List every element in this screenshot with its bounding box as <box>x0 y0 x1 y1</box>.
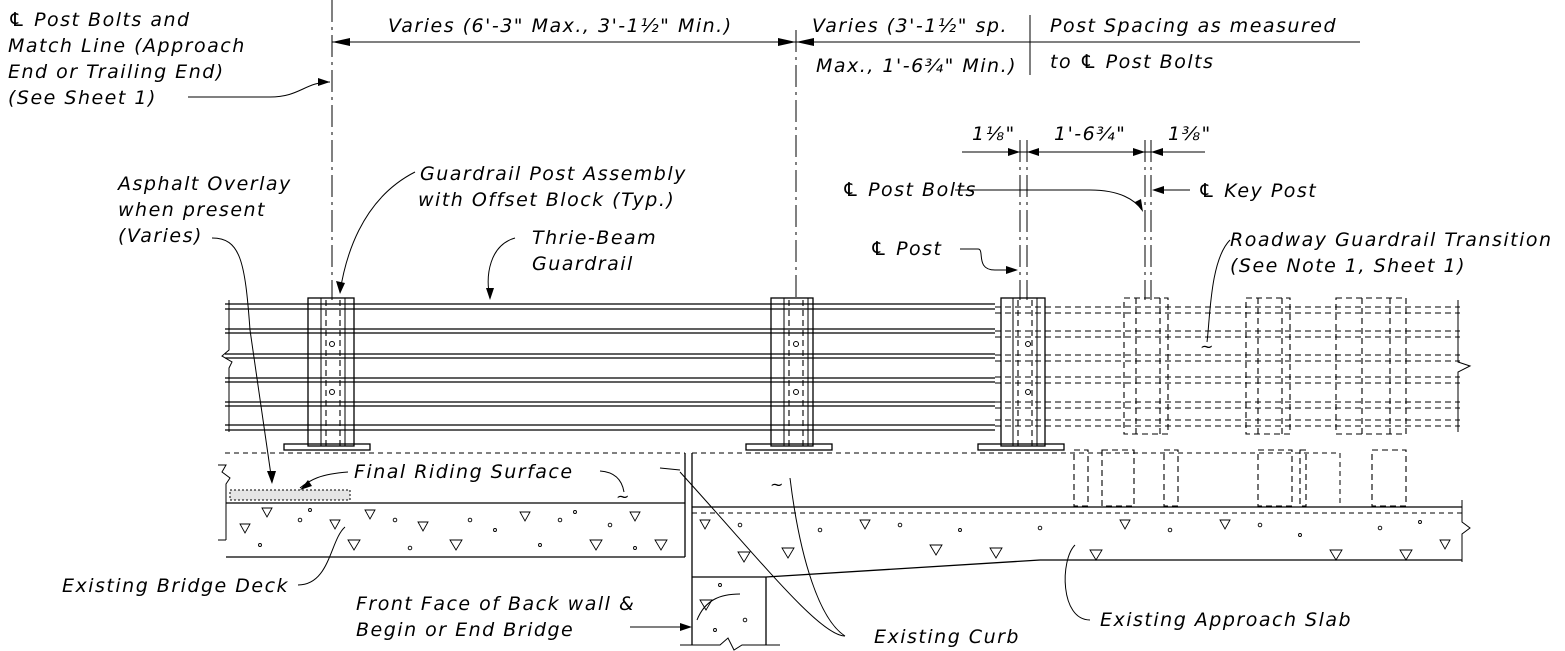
label-dim-3: 1⅜" <box>1168 123 1212 145</box>
dim-arrow-detail-1 <box>1008 148 1020 156</box>
label-varies-sp-2: Max., 1'-6¾" Min.) <box>816 55 1017 77</box>
label-front-face: Front Face of Back wall & <box>356 593 635 615</box>
concrete-aggregate-left <box>239 507 668 551</box>
leader-lines <box>188 78 1231 637</box>
label-offset-block: with Offset Block (Typ.) <box>418 189 675 211</box>
label-cl-post-bolts: ℄ Post Bolts <box>842 179 977 201</box>
dim-arrow-right-1 <box>778 38 796 46</box>
tilde-marker: ~ <box>1200 337 1215 356</box>
label-existing-bridge-deck: Existing Bridge Deck <box>62 575 289 597</box>
label-existing-curb: Existing Curb <box>874 626 1020 648</box>
dim-arrow-left-2 <box>796 38 814 46</box>
label-thrie-beam: Thrie-Beam <box>532 227 657 249</box>
tilde-marker: ~ <box>616 487 631 506</box>
label-asphalt-overlay: Asphalt Overlay <box>116 173 292 195</box>
label-begin-end-bridge: Begin or End Bridge <box>356 619 574 641</box>
guardrail-post-3 <box>977 297 1065 451</box>
bridge-deck <box>218 452 1471 651</box>
concrete-aggregate-right <box>699 519 1451 632</box>
label-final-riding-surface: Final Riding Surface <box>354 461 574 483</box>
label-guardrail: Guardrail <box>532 253 634 275</box>
transition-posts-hidden <box>1073 297 1407 507</box>
label-existing-approach-slab: Existing Approach Slab <box>1100 609 1352 631</box>
label-end: End or Trailing End) <box>8 61 225 83</box>
dim-arrow-detail-2 <box>1027 148 1039 156</box>
transition-rail-hidden <box>995 300 1472 432</box>
label-dim-2: 1'-6¾" <box>1054 123 1126 145</box>
label-cl-key-post: ℄ Key Post <box>1198 180 1317 202</box>
dim-arrow-left <box>332 38 350 46</box>
label-cl-post-bolts-match: ℄ Post Bolts and <box>8 9 191 31</box>
label-varies: (Varies) <box>118 225 203 247</box>
label-see-sheet-1: (See Sheet 1) <box>8 87 157 109</box>
label-varies-sp: Varies (3'-1½" sp. <box>812 15 1008 37</box>
label-when-present: when present <box>118 199 266 221</box>
label-match-line: Match Line (Approach <box>8 35 246 57</box>
label-post-spacing-2: to ℄ Post Bolts <box>1050 51 1214 73</box>
label-roadway-guardrail-transition: Roadway Guardrail Transition <box>1230 229 1553 251</box>
dim-arrow-detail-4 <box>1151 148 1163 156</box>
label-post-spacing: Post Spacing as measured <box>1050 15 1337 37</box>
label-cl-post: ℄ Post <box>870 238 943 260</box>
label-see-note-1: (See Note 1, Sheet 1) <box>1230 255 1466 277</box>
tilde-marker: ~ <box>770 475 785 494</box>
guardrail-post-1 <box>283 297 371 451</box>
thrie-beam-rail <box>221 300 995 432</box>
guardrail-post-2 <box>745 297 833 451</box>
label-varies-main: Varies (6'-3" Max., 3'-1½" Min.) <box>388 15 733 37</box>
dim-arrow-detail-3 <box>1133 148 1145 156</box>
label-guardrail-post-assembly: Guardrail Post Assembly <box>420 163 687 185</box>
label-dim-1: 1⅛" <box>972 123 1016 145</box>
